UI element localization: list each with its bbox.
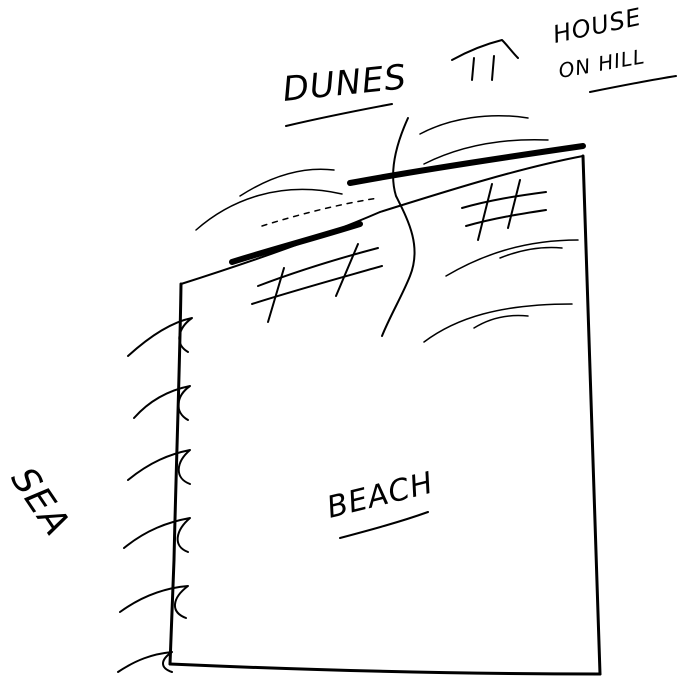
beach-plot-outline bbox=[170, 146, 600, 674]
dune-line bbox=[474, 316, 528, 329]
wave bbox=[134, 386, 190, 420]
boundary-mark-left bbox=[232, 224, 360, 262]
dunes-label: DUNES bbox=[281, 57, 409, 110]
dune-line bbox=[240, 169, 334, 196]
plot-bottom-edge bbox=[170, 664, 600, 674]
hatch-line bbox=[252, 266, 382, 304]
dune-contours bbox=[196, 116, 578, 342]
wave bbox=[128, 318, 192, 356]
house-label-line1: HOUSE bbox=[550, 3, 644, 49]
wave bbox=[120, 586, 188, 618]
house-label-underline bbox=[590, 76, 676, 92]
sea-label: SEA bbox=[3, 460, 78, 544]
beach-label: BEACH bbox=[323, 466, 437, 526]
sea-waves bbox=[118, 318, 192, 672]
plot-right-edge bbox=[583, 156, 600, 674]
dune-line bbox=[446, 240, 578, 276]
dune-line bbox=[420, 116, 528, 134]
wave bbox=[118, 652, 172, 672]
hatch-line bbox=[258, 248, 378, 286]
dune-line bbox=[424, 304, 572, 342]
hatch-line bbox=[478, 184, 492, 240]
wave bbox=[128, 450, 190, 484]
house-label-line2: ON HILL bbox=[557, 44, 647, 83]
house-roof-icon bbox=[452, 40, 518, 80]
dune-ridge bbox=[382, 118, 415, 336]
hatch-line bbox=[336, 244, 358, 296]
wave bbox=[124, 518, 190, 552]
hatch-line bbox=[466, 210, 546, 226]
hatch-line bbox=[462, 192, 546, 208]
hatch-line bbox=[508, 180, 520, 228]
